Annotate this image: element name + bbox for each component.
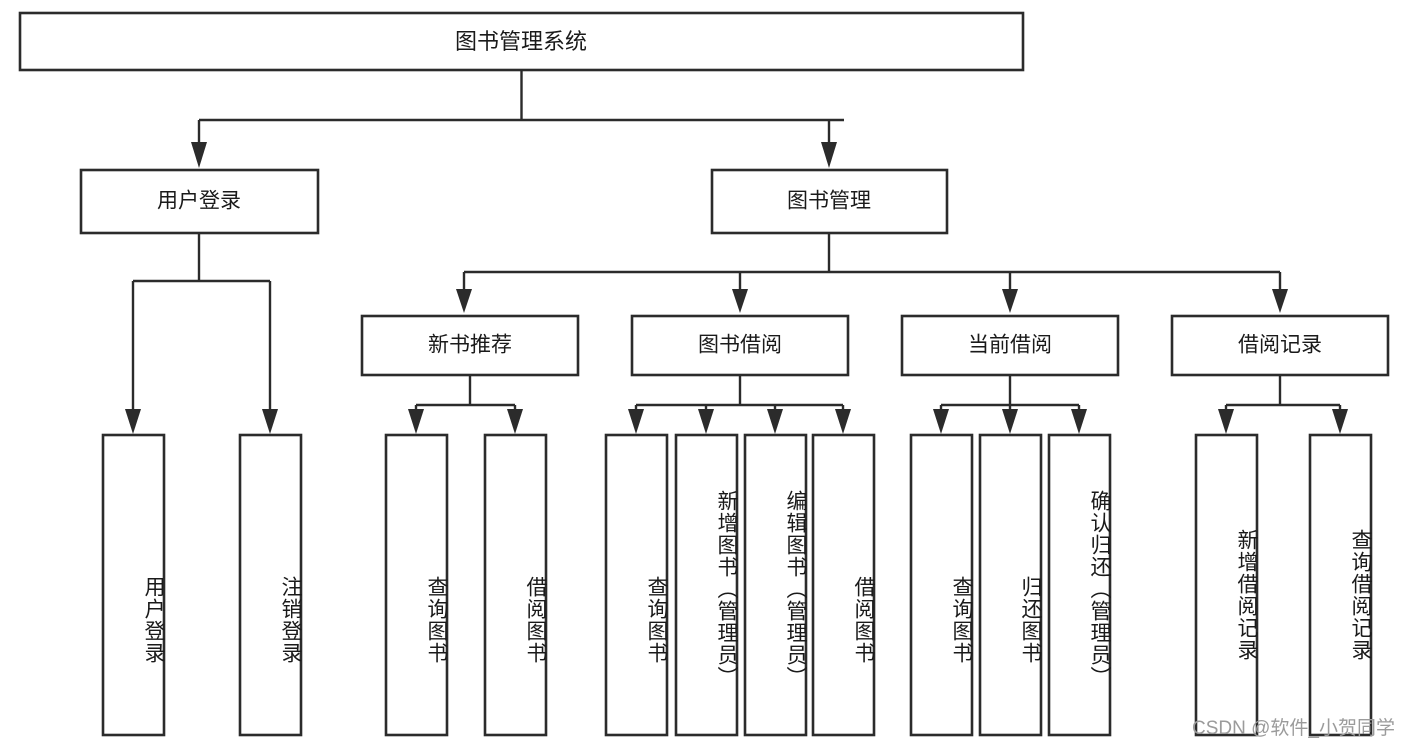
arrow-head-userlogin: [191, 142, 207, 168]
arrow-head-borrow-record: [1272, 289, 1288, 313]
arrow-head-leaf-logout-login: [262, 409, 278, 434]
arrow-head-leaf-add-record: [1218, 409, 1234, 434]
leaf-box-query-book-3[interactable]: [909, 433, 974, 737]
leaf-box-borrow-book-1[interactable]: [483, 433, 548, 737]
node-label-new-book-recommend: 新书推荐: [428, 334, 512, 357]
leaf-box-query-book-1[interactable]: [384, 433, 449, 737]
arrow-head-leaf-borrow-book-2: [835, 409, 851, 434]
arrow-head-leaf-edit-book: [767, 409, 783, 434]
node-new-book-recommend[interactable]: 新书推荐: [360, 314, 580, 377]
node-box[interactable]: [710, 168, 949, 235]
leaf-box-query-record[interactable]: [1308, 433, 1373, 737]
arrow-head-leaf-query-book-3: [933, 409, 949, 434]
connector-layer: [125, 70, 1348, 434]
arrow-head-leaf-return-book: [1002, 409, 1018, 434]
node-label-book-borrow: 图书借阅: [698, 334, 782, 357]
arrow-head-new-book-recommend: [456, 289, 472, 313]
leaf-box-query-book-2[interactable]: [604, 433, 669, 737]
arrow-head-leaf-user-login: [125, 409, 141, 434]
node-book-borrow[interactable]: 图书借阅: [630, 314, 850, 377]
arrow-head-leaf-borrow-book-1: [507, 409, 523, 434]
arrow-head-leaf-query-book-2: [628, 409, 644, 434]
leaf-box-logout-login[interactable]: [238, 433, 303, 737]
leaf-box-add-record[interactable]: [1194, 433, 1259, 737]
node-book-management[interactable]: 图书管理: [710, 168, 949, 235]
node-box[interactable]: [360, 314, 580, 377]
leaf-box-user-login[interactable]: [101, 433, 166, 737]
arrow-head-leaf-query-book-1: [408, 409, 424, 434]
arrow-head-leaf-add-book: [698, 409, 714, 434]
node-box[interactable]: [18, 11, 1025, 72]
node-box[interactable]: [900, 314, 1120, 377]
node-label-book-management: 图书管理: [787, 190, 871, 213]
node-label-user-login: 用户登录: [157, 190, 241, 213]
arrow-head-leaf-query-record: [1332, 409, 1348, 434]
node-current-borrow[interactable]: 当前借阅: [900, 314, 1120, 377]
leaf-box-add-book[interactable]: [674, 433, 739, 737]
leaf-box-edit-book[interactable]: [743, 433, 808, 737]
node-label-current-borrow: 当前借阅: [968, 334, 1052, 357]
node-user-login[interactable]: 用户登录: [79, 168, 320, 235]
arrow-head-book-borrow: [732, 289, 748, 313]
leaf-box-confirm-return[interactable]: [1047, 433, 1112, 737]
leaf-boxes: [101, 433, 1373, 737]
node-box[interactable]: [79, 168, 320, 235]
node-box[interactable]: [1170, 314, 1390, 377]
arrow-head-bookmgmt: [821, 142, 837, 168]
csdn-watermark: CSDN @软件_小贺同学: [1192, 718, 1395, 739]
node-book-management-system[interactable]: 图书管理系统: [18, 11, 1025, 72]
arrow-head-leaf-confirm-return: [1071, 409, 1087, 434]
node-box[interactable]: [630, 314, 850, 377]
leaf-box-return-book[interactable]: [978, 433, 1043, 737]
node-borrow-record[interactable]: 借阅记录: [1170, 314, 1390, 377]
node-label-borrow-record: 借阅记录: [1238, 334, 1322, 357]
node-label-book-management-system: 图书管理系统: [455, 29, 587, 54]
leaf-box-borrow-book-2[interactable]: [811, 433, 876, 737]
arrow-head-current-borrow: [1002, 289, 1018, 313]
